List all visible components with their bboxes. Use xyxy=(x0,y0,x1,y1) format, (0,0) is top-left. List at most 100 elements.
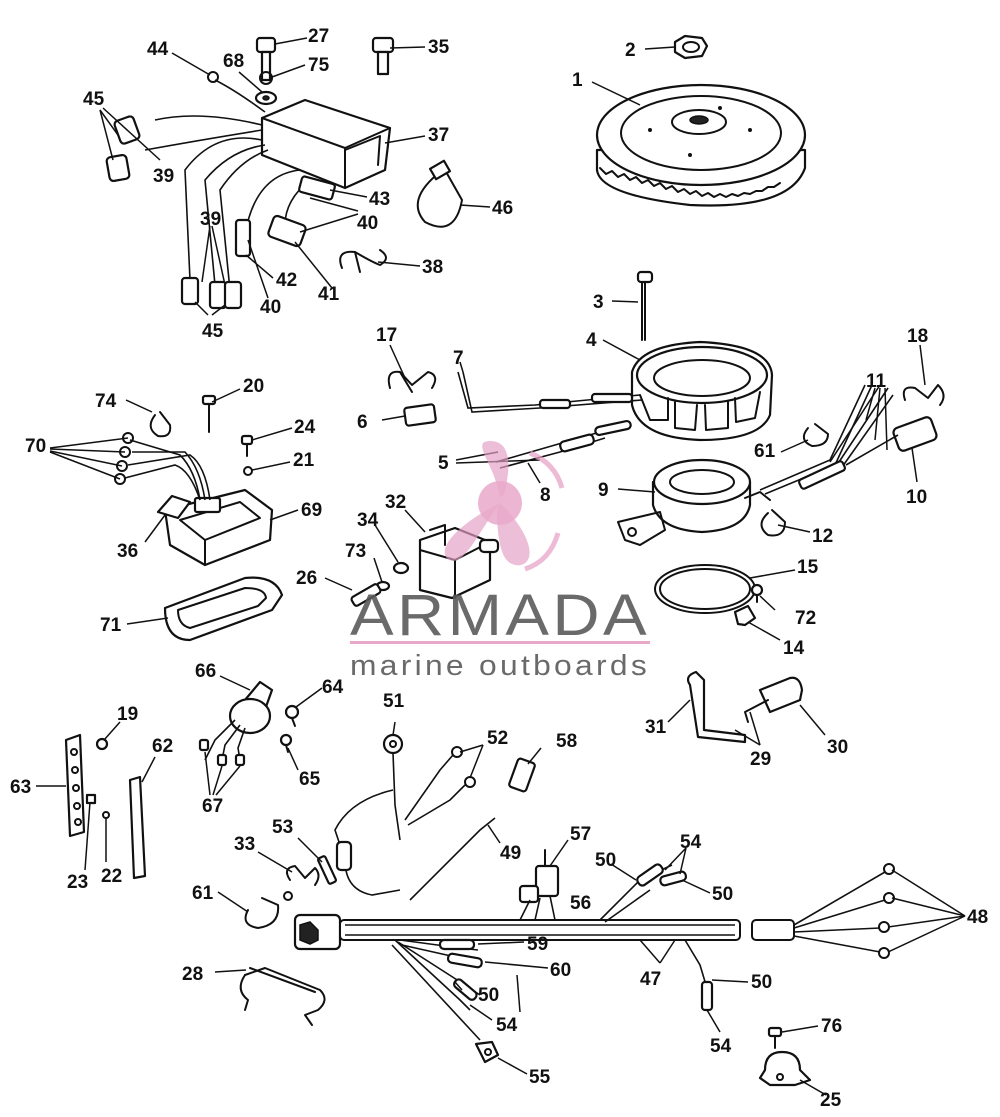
fuse-lead xyxy=(334,789,401,896)
callout-37: 37 xyxy=(428,125,449,146)
callout-29: 29 xyxy=(750,749,771,770)
rectifier xyxy=(114,432,274,567)
callout-31: 31 xyxy=(645,717,667,738)
callout-66: 66 xyxy=(195,661,216,682)
callout-11: 11 xyxy=(866,371,887,392)
callout-73: 73 xyxy=(345,541,366,562)
leader-lines xyxy=(36,37,966,1096)
clip-17 xyxy=(387,370,437,393)
terminal-block xyxy=(64,733,86,838)
bracket-28 xyxy=(239,967,326,1026)
timer-leads xyxy=(759,384,938,495)
callout-7: 7 xyxy=(453,348,464,369)
callout-10: 10 xyxy=(906,487,927,508)
callout-15: 15 xyxy=(797,557,819,578)
screw-64 xyxy=(284,704,300,727)
callout-67: 67 xyxy=(202,796,223,817)
power-pack xyxy=(260,98,392,190)
solenoid xyxy=(198,680,274,767)
callout-55: 55 xyxy=(529,1067,551,1088)
callout-54b: 54 xyxy=(496,1015,518,1036)
clamp-14 xyxy=(733,604,757,627)
callout-32: 32 xyxy=(385,492,406,513)
armada-watermark: ARMADA marine outboards xyxy=(350,441,650,682)
callout-27: 27 xyxy=(308,26,329,47)
watermark-tagline: marine outboards xyxy=(350,650,650,682)
callout-52: 52 xyxy=(487,728,508,749)
ignition-coil xyxy=(418,524,500,600)
screw-76 xyxy=(767,1026,783,1049)
watermark-brand-name: ARMADA xyxy=(350,583,650,648)
leads-59-60 xyxy=(399,938,483,969)
callout-49: 49 xyxy=(500,843,521,864)
callout-30: 30 xyxy=(827,737,848,758)
callout-51: 51 xyxy=(383,691,405,712)
charge-coil-leads xyxy=(495,419,632,469)
clamp-61-left xyxy=(244,891,293,929)
clamp-61-right xyxy=(802,423,829,447)
gasket-71 xyxy=(163,576,284,642)
flywheel xyxy=(595,83,807,207)
lock-washer-75 xyxy=(259,71,273,85)
connector-57 xyxy=(534,849,560,898)
callout-4: 4 xyxy=(586,330,597,351)
callout-1: 1 xyxy=(572,70,583,91)
callout-2: 2 xyxy=(625,40,636,61)
plug-lead-31 xyxy=(686,670,747,744)
callout-20: 20 xyxy=(243,376,264,397)
callout-70: 70 xyxy=(25,436,46,457)
lead-49 xyxy=(409,817,496,901)
ground-lead xyxy=(382,733,404,841)
callout-69: 69 xyxy=(301,500,322,521)
callout-46: 46 xyxy=(492,198,513,219)
leads-48 xyxy=(793,863,895,959)
callout-71: 71 xyxy=(100,615,122,636)
callout-54c: 54 xyxy=(710,1036,732,1057)
callout-23: 23 xyxy=(67,872,88,893)
callout-39b: 39 xyxy=(200,209,221,230)
callout-50d: 50 xyxy=(478,985,499,1006)
callout-22: 22 xyxy=(101,866,122,887)
terminal-cover xyxy=(128,775,147,880)
callout-36: 36 xyxy=(117,541,138,562)
parts-layer xyxy=(64,34,945,1087)
callout-44: 44 xyxy=(147,39,169,60)
callout-24: 24 xyxy=(294,417,316,438)
callout-40b: 40 xyxy=(260,297,281,318)
screw-19 xyxy=(95,737,109,751)
callout-58: 58 xyxy=(556,731,577,752)
clip-33 xyxy=(285,865,320,886)
callout-25: 25 xyxy=(820,1090,842,1111)
callout-59: 59 xyxy=(527,934,548,955)
callout-57: 57 xyxy=(570,824,591,845)
callout-35: 35 xyxy=(428,37,450,58)
callout-8: 8 xyxy=(540,485,551,506)
callout-17: 17 xyxy=(376,325,397,346)
bolt-35 xyxy=(371,36,395,76)
callout-50c: 50 xyxy=(751,972,772,993)
callout-38: 38 xyxy=(422,257,443,278)
stator-screw xyxy=(636,270,654,341)
connectors-50-54-upper xyxy=(599,863,688,923)
callout-5: 5 xyxy=(438,453,449,474)
callout-18: 18 xyxy=(907,326,928,347)
callout-54a: 54 xyxy=(680,832,702,853)
callout-50a: 50 xyxy=(595,850,616,871)
propeller-logo-icon xyxy=(444,441,565,572)
clip-74 xyxy=(149,411,172,438)
callout-50b: 50 xyxy=(712,884,733,905)
callout-60: 60 xyxy=(550,960,571,981)
callout-33: 33 xyxy=(234,834,255,855)
connectors-50-54-lower xyxy=(684,939,714,1012)
callout-9: 9 xyxy=(598,480,609,501)
washer-34 xyxy=(392,561,410,575)
callout-47: 47 xyxy=(640,969,661,990)
callout-41: 41 xyxy=(318,284,340,305)
tie-strap-46 xyxy=(416,159,463,228)
callout-39a: 39 xyxy=(153,166,174,187)
fuse-53 xyxy=(317,855,337,885)
connector-56 xyxy=(518,884,556,921)
leads-50-54-55 xyxy=(391,939,500,1064)
callout-3: 3 xyxy=(593,292,604,313)
callout-45b: 45 xyxy=(202,321,224,342)
